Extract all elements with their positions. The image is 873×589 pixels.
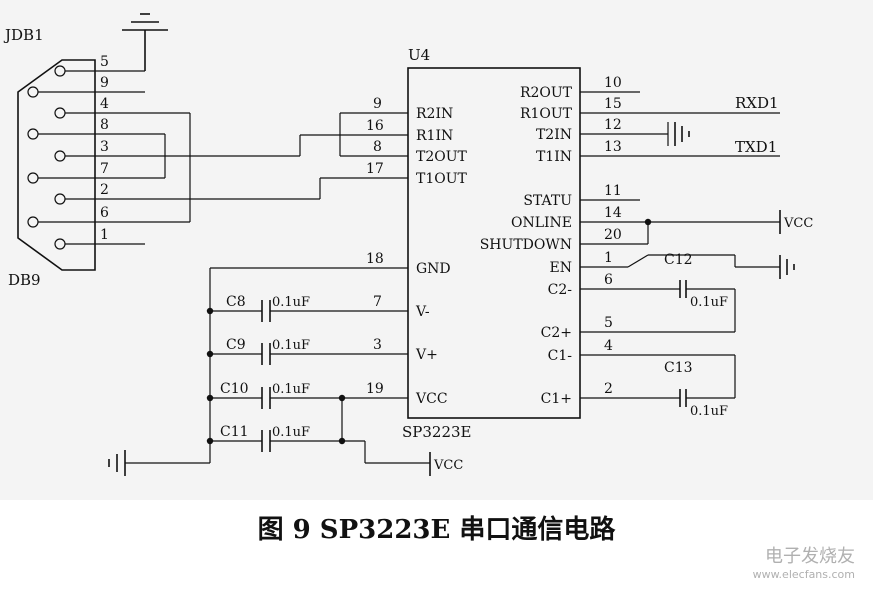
ground-icon	[674, 122, 690, 146]
cap-ref: C12	[664, 252, 693, 268]
ic-pin-name: EN	[550, 260, 572, 276]
cap-ref: C9	[226, 337, 246, 353]
db9-pin-label: 7	[100, 161, 109, 177]
ic-pin-name: R2OUT	[520, 85, 573, 101]
ic-u4: U4 SP3223E 9 16 8 17 18 7 3 19 R2IN	[210, 46, 780, 441]
ic-pin-name: R1OUT	[520, 106, 573, 122]
db9-pin-label: 4	[100, 96, 109, 112]
ic-pin-num: 10	[604, 75, 622, 91]
ic-pin-num: 12	[604, 117, 622, 133]
junction-dot	[206, 437, 214, 445]
connector-ref: JDB1	[3, 26, 44, 44]
ic-pin-num: 11	[604, 183, 622, 199]
ic-pin-num: 18	[366, 251, 384, 267]
capacitor-bank: VCC C8 0.1uF C9 0.1uF	[108, 268, 463, 476]
ic-pin-num: 3	[373, 337, 382, 353]
ic-pin-name: V+	[415, 347, 438, 363]
ic-pin-num: 16	[366, 118, 384, 134]
cap-value: 0.1uF	[272, 295, 310, 310]
ic-pin-num: 8	[373, 139, 382, 155]
ic-body	[407, 67, 581, 419]
junction-dot	[206, 350, 214, 358]
ic-pin-num: 9	[373, 96, 382, 112]
db9-pin-label: 9	[100, 75, 109, 91]
cap-ref: C13	[664, 360, 693, 376]
cap-value: 0.1uF	[272, 338, 310, 353]
capacitor-c13: C13 0.1uF	[664, 355, 736, 419]
cap-ref: C8	[226, 294, 246, 310]
ic-pin-name: C2-	[548, 282, 573, 298]
db9-pin-label: 6	[100, 205, 109, 221]
ic-ref: U4	[408, 46, 430, 64]
ic-pin-name: C1+	[541, 391, 572, 407]
db9-pin-label: 3	[100, 139, 109, 155]
db9-shell	[17, 59, 96, 271]
ic-part: SP3223E	[402, 423, 472, 441]
ic-pin-name: STATU	[523, 193, 572, 209]
ic-pin-num: 20	[604, 227, 622, 243]
db9-connector: JDB1 DB9 5	[3, 13, 191, 289]
cap-value: 0.1uF	[272, 425, 310, 440]
db9-pin-label: 5	[100, 54, 109, 70]
figure-caption: 图 9 SP3223E 串口通信电路	[257, 515, 616, 545]
watermark: 电子发烧友 www.elecfans.com	[753, 542, 855, 581]
serial-wiring	[145, 113, 341, 200]
ic-pin-name: C2+	[541, 325, 572, 341]
cap-value: 0.1uF	[690, 295, 728, 310]
ic-pin-name: R2IN	[416, 106, 453, 122]
watermark-url: www.elecfans.com	[752, 568, 855, 581]
ic-pin-name: SHUTDOWN	[480, 237, 572, 253]
junction-dot	[644, 218, 652, 226]
ground-icon	[779, 255, 795, 279]
ground-icon	[122, 13, 168, 31]
db9-pin-label: 2	[100, 182, 109, 198]
ic-pin-num: 2	[604, 381, 613, 397]
net-txd: TXD1	[735, 138, 777, 156]
ic-pin-num: 6	[604, 272, 613, 288]
junction-dot	[338, 394, 346, 402]
net-rxd: RXD1	[735, 94, 779, 112]
connector-type: DB9	[8, 271, 41, 289]
ic-pin-num: 15	[604, 96, 622, 112]
ic-pin-name: T2OUT	[416, 149, 468, 165]
net-vcc-right: VCC	[783, 216, 813, 231]
ic-pin-name: T1IN	[536, 149, 572, 165]
watermark-text: 电子发烧友	[765, 546, 855, 567]
db9-pin-label: 1	[100, 227, 109, 243]
ic-pin-num: 13	[604, 139, 622, 155]
ic-pin-name: T2IN	[536, 127, 572, 143]
capacitor-c12: C12 0.1uF	[664, 252, 736, 332]
schematic-area: JDB1 DB9 5	[0, 0, 873, 500]
ic-pin-name: GND	[416, 261, 451, 277]
ground-icon	[108, 450, 126, 476]
ic-pin-num: 4	[604, 338, 613, 354]
net-vcc-bottom: VCC	[433, 458, 463, 473]
cap-ref: C11	[220, 424, 249, 440]
ic-pin-num: 7	[373, 294, 382, 310]
ic-pin-num: 19	[366, 381, 384, 397]
cap-value: 0.1uF	[272, 382, 310, 397]
ic-pin-name: ONLINE	[511, 215, 572, 231]
ic-pin-name: T1OUT	[416, 171, 468, 187]
cap-ref: C10	[220, 381, 249, 397]
ic-pin-name: C1-	[548, 348, 573, 364]
ic-pin-num: 14	[604, 205, 622, 221]
junction-dot	[338, 437, 346, 445]
junction-dot	[206, 307, 214, 315]
ic-pin-name: R1IN	[416, 128, 453, 144]
right-nets: RXD1 TXD1 VCC	[627, 94, 813, 419]
ic-pin-num: 17	[366, 161, 384, 177]
ic-pin-name: VCC	[415, 391, 448, 407]
schematic-svg: JDB1 DB9 5	[3, 13, 813, 476]
ic-pin-num: 1	[604, 250, 613, 266]
ic-pin-name: V-	[415, 304, 430, 320]
cap-value: 0.1uF	[690, 404, 728, 419]
ic-pin-num: 5	[604, 315, 613, 331]
db9-pin-label: 8	[100, 117, 109, 133]
junction-dot	[206, 394, 214, 402]
